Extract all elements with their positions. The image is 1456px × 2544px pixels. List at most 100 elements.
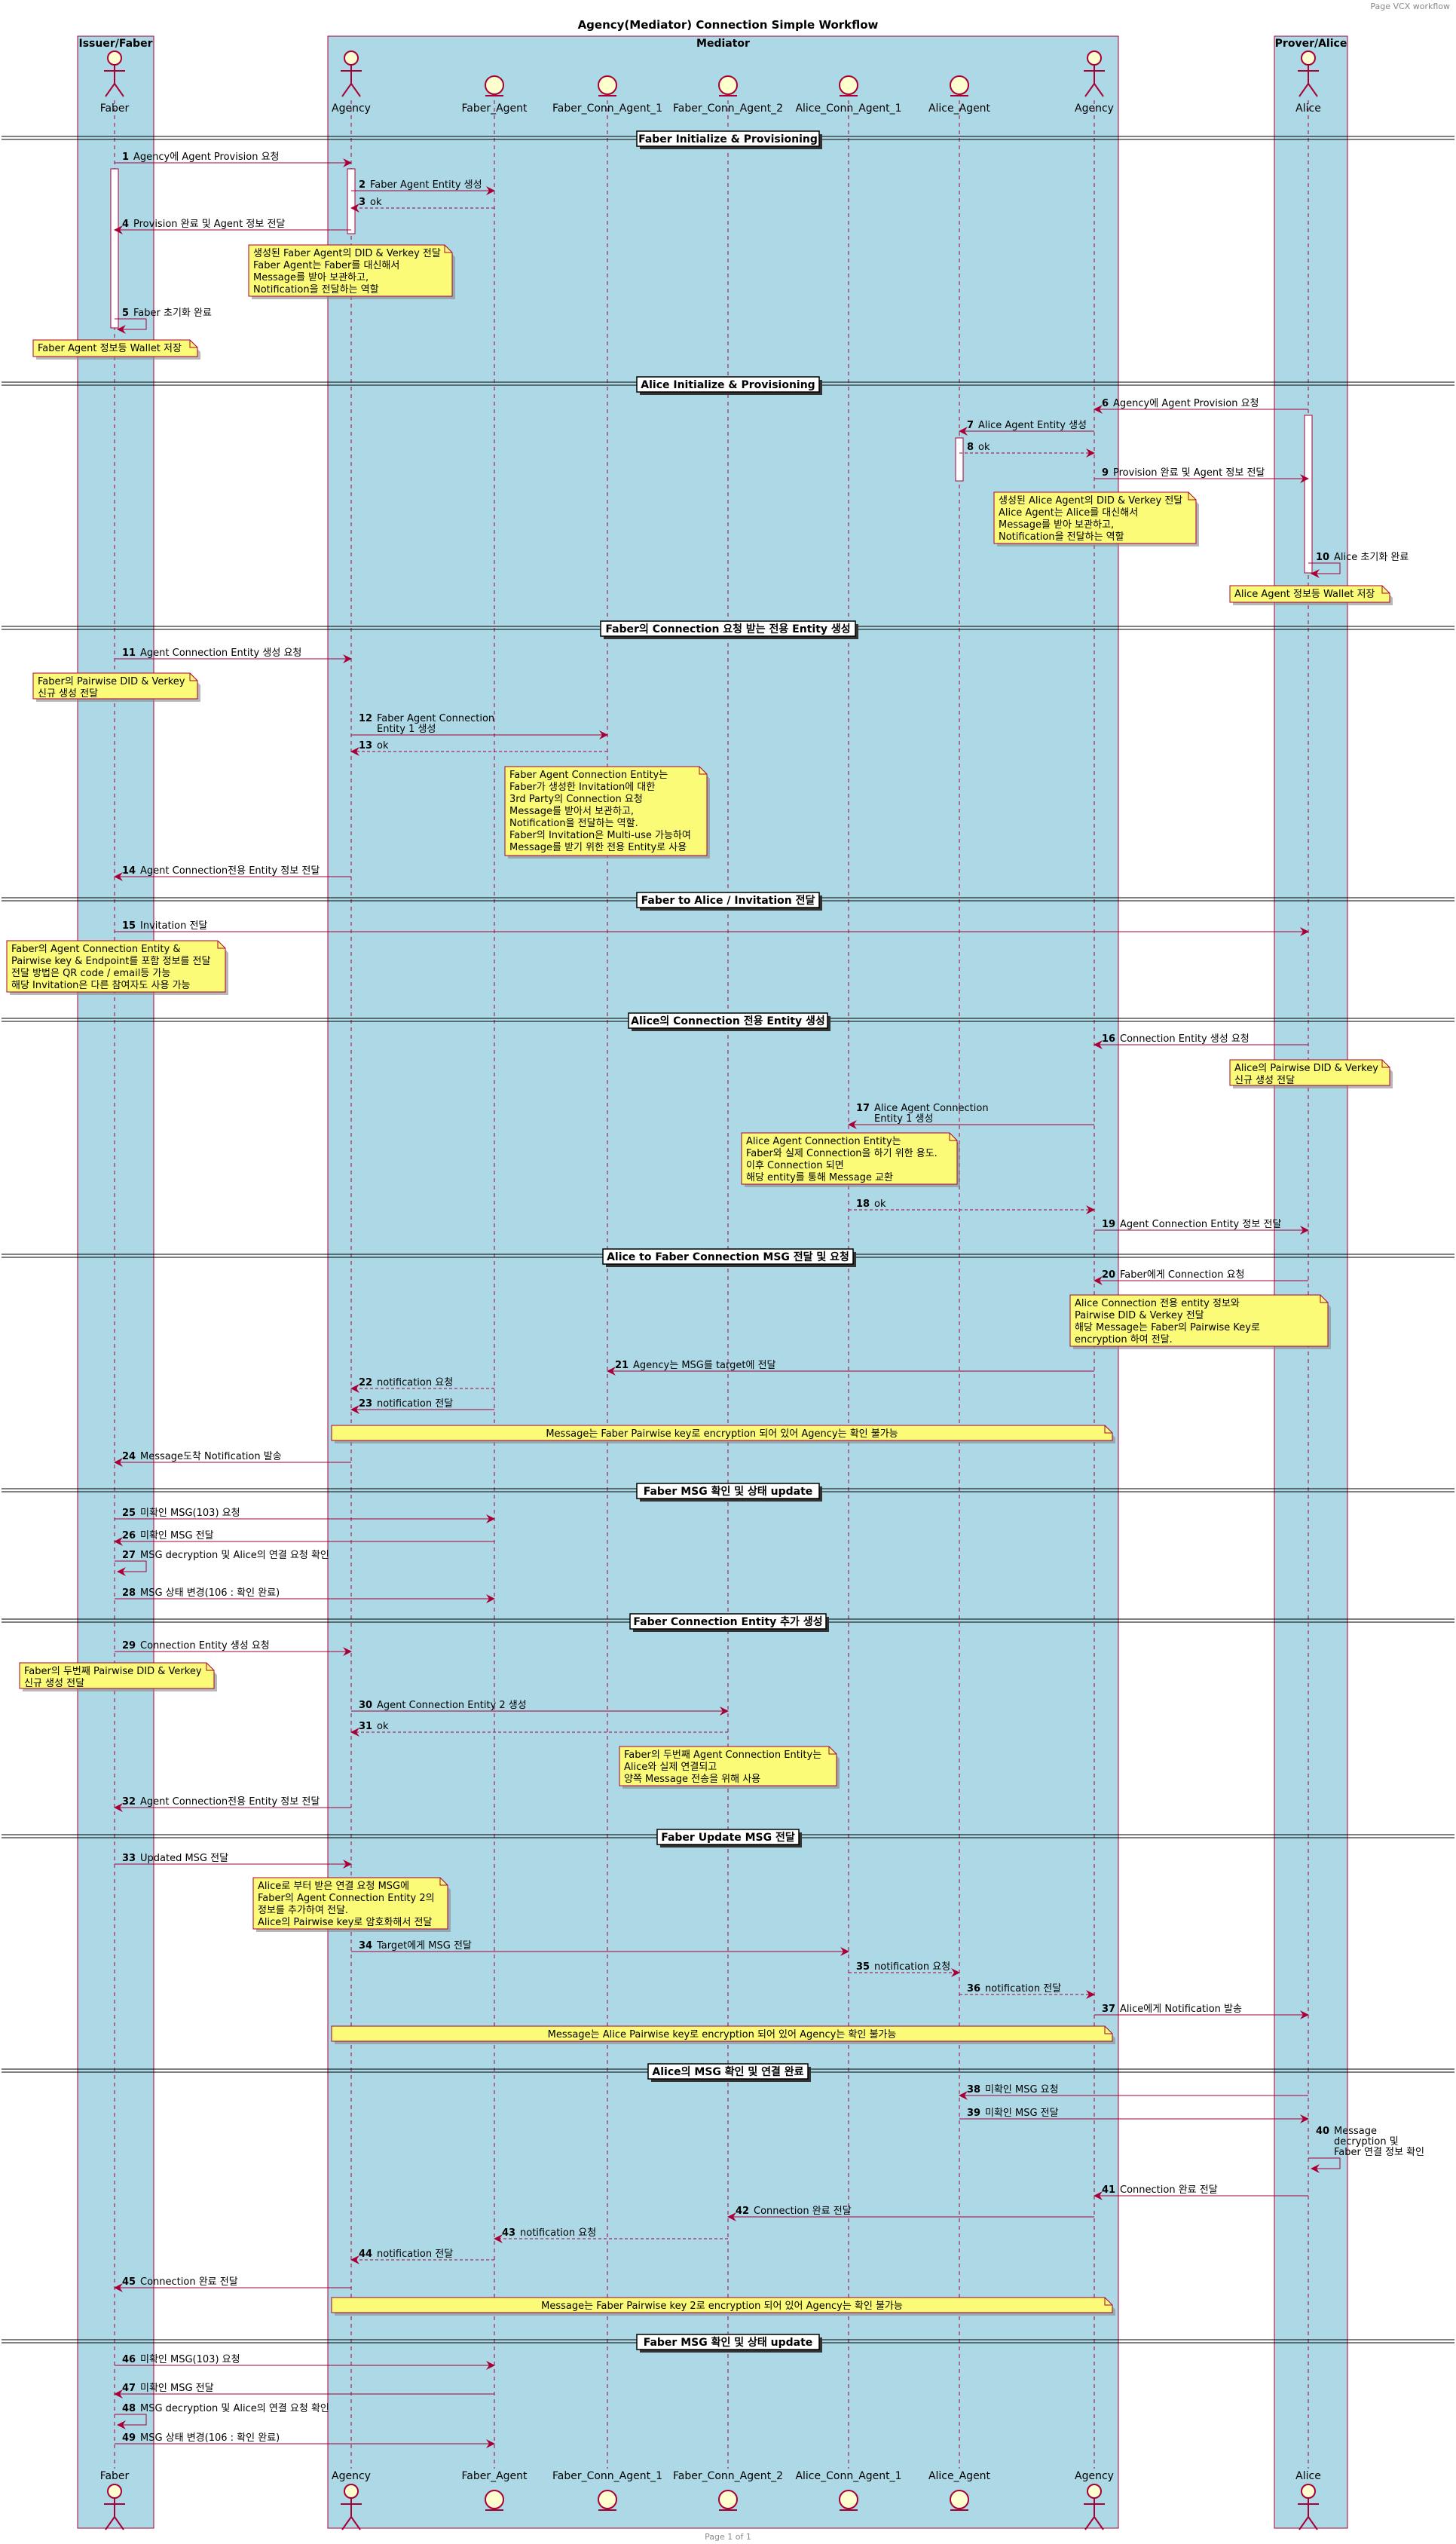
message-number: 48 bbox=[122, 2403, 136, 2414]
note-text: Pairwise key & Endpoint를 포함 정보를 전달 bbox=[11, 956, 210, 967]
note: Message는 Faber Pairwise key 2로 encryptio… bbox=[331, 2297, 1115, 2316]
message-label: Message bbox=[1334, 2126, 1377, 2137]
note-text: Alice Agent는 Alice를 대신해서 bbox=[999, 507, 1138, 519]
note-text: 신규 생성 전달 bbox=[1234, 1075, 1295, 1086]
note-text: Message를 받아서 보관하고, bbox=[509, 806, 634, 817]
message-number: 25 bbox=[122, 1508, 136, 1519]
actor-icon bbox=[1298, 51, 1319, 97]
actor-legs bbox=[1084, 82, 1104, 97]
message-label: MSG 상태 변경(106 : 확인 완료) bbox=[140, 1587, 280, 1599]
note-fold bbox=[828, 1747, 837, 1755]
message-number: 7 bbox=[967, 420, 974, 431]
message-label: MSG decryption 및 Alice의 연결 요청 확인 bbox=[140, 2403, 329, 2414]
actor-icon bbox=[341, 51, 362, 97]
note-text: Alice와 실제 연결되고 bbox=[624, 1762, 717, 1773]
self-arrow bbox=[115, 1560, 147, 1576]
message-number: 39 bbox=[967, 2108, 980, 2119]
message-number: 19 bbox=[1102, 1219, 1115, 1230]
message-number: 26 bbox=[122, 1530, 136, 1541]
box-title: Issuer/Faber bbox=[79, 38, 153, 50]
participant-label: Alice bbox=[1295, 103, 1321, 115]
note-body bbox=[331, 2297, 1113, 2313]
message-number: 10 bbox=[1316, 552, 1329, 563]
actor-icon bbox=[104, 51, 125, 97]
note-text: Faber Agent Connection Entity는 bbox=[509, 770, 668, 781]
message-number: 35 bbox=[856, 1961, 870, 1973]
message-label: ok bbox=[377, 740, 389, 752]
message-number: 38 bbox=[967, 2084, 980, 2096]
participant-label-bottom: Faber_Agent bbox=[461, 2470, 528, 2482]
note-text: Alice로 부터 받은 연결 요청 MSG에 bbox=[258, 1881, 409, 1892]
message-number: 16 bbox=[1102, 1033, 1115, 1045]
message-number: 28 bbox=[122, 1587, 136, 1599]
note-text: 해당 Message는 Faber의 Pairwise Key로 bbox=[1075, 1322, 1260, 1333]
activation-bar bbox=[110, 168, 119, 329]
note-text: 신규 생성 전달 bbox=[24, 1678, 84, 1689]
message-number: 30 bbox=[359, 1700, 372, 1711]
note-fold bbox=[189, 673, 197, 681]
note: Faber의 두번째 Agent Connection Entity는Alice… bbox=[619, 1746, 840, 1789]
note-text: 해당 Invitation은 다른 참여자도 사용 가능 bbox=[11, 980, 191, 991]
message-label: Faber Agent Connection bbox=[377, 713, 494, 724]
message-label: Connection Entity 생성 요청 bbox=[1120, 1033, 1250, 1045]
message-number: 15 bbox=[122, 920, 136, 932]
note: Faber Agent 정보등 Wallet 저장 bbox=[32, 339, 200, 360]
actor-head bbox=[1301, 51, 1316, 66]
message-label: Agent Connection전용 Entity 정보 전달 bbox=[140, 1796, 320, 1808]
note-text: Pairwise DID & Verkey 전달 bbox=[1075, 1310, 1204, 1321]
actor-head bbox=[344, 51, 359, 66]
message-label: ok bbox=[370, 197, 382, 208]
page-footer: Page 1 of 1 bbox=[705, 2532, 751, 2542]
note-text: 신규 생성 전달 bbox=[38, 688, 98, 700]
section-title: Alice to Faber Connection MSG 전달 및 요청 bbox=[607, 1251, 849, 1263]
actor-head bbox=[1087, 2484, 1102, 2499]
message-number: 24 bbox=[122, 1451, 136, 1462]
actor-head bbox=[1087, 51, 1102, 66]
note-text: Notification을 전달하는 역할 bbox=[999, 531, 1124, 543]
note-body bbox=[331, 2025, 1113, 2042]
note-text: Message는 Faber Pairwise key 2로 encryptio… bbox=[541, 2301, 903, 2312]
note-text: Notification을 전달하는 역할 bbox=[253, 284, 379, 295]
section-label-box bbox=[636, 892, 820, 908]
entity-icon bbox=[950, 2490, 969, 2511]
self-arrow bbox=[1308, 2157, 1341, 2173]
message-label: Faber Agent Entity 생성 bbox=[370, 179, 482, 191]
message-label: Provision 완료 및 Agent 정보 전달 bbox=[1113, 467, 1265, 479]
message-label: decryption 및 bbox=[1334, 2136, 1399, 2148]
section-title: Alice Initialize & Provisioning bbox=[641, 379, 815, 391]
message-label: 미확인 MSG(103) 요청 bbox=[140, 1508, 240, 1519]
entity-icon bbox=[598, 75, 617, 96]
note-text: 정보를 추가하여 전달. bbox=[258, 1905, 348, 1916]
note-body bbox=[32, 339, 198, 357]
entity-circle bbox=[718, 75, 738, 95]
note-body bbox=[248, 244, 453, 297]
message-label: Connection 완료 전달 bbox=[1120, 2184, 1218, 2196]
note-fold bbox=[206, 1663, 214, 1671]
participant-label-bottom: Agency bbox=[1075, 2470, 1114, 2482]
participant-label-bottom: Faber_Conn_Agent_1 bbox=[552, 2470, 662, 2482]
message-label: Alice 초기화 완료 bbox=[1334, 552, 1409, 563]
note-fold bbox=[1188, 492, 1196, 501]
message-label: Connection Entity 생성 요청 bbox=[140, 1640, 270, 1652]
message-number: 46 bbox=[122, 2354, 136, 2365]
participant-label: Faber_Agent bbox=[461, 103, 528, 115]
message-number: 37 bbox=[1102, 2004, 1115, 2015]
self-arrow bbox=[1308, 562, 1341, 578]
note: Alice Agent 정보등 Wallet 저장 bbox=[1229, 585, 1393, 605]
